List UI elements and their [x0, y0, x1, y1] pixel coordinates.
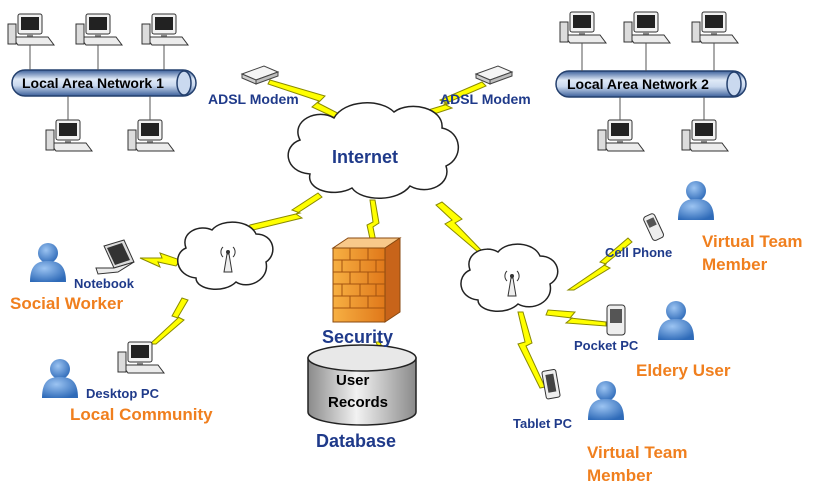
pc-icon — [127, 119, 175, 152]
lan1-label: Local Area Network 1 — [22, 75, 164, 91]
lan2-pcs — [559, 11, 739, 152]
link-pocketpc-rightcloud — [545, 309, 607, 327]
person-icon-virtual-team-member-2 — [588, 381, 624, 420]
database-label: Database — [316, 431, 397, 451]
wireless-cloud-left — [176, 221, 274, 290]
pc-icon — [75, 13, 123, 46]
local-community-label: Local Community — [70, 405, 213, 424]
lan1-pcs — [7, 13, 189, 152]
db-text-line2: Records — [328, 394, 389, 411]
virtual-team-member-2-line1: Virtual Team — [587, 443, 688, 462]
tablet-pc-label: Tablet PC — [513, 416, 572, 431]
desktop-pc-label: Desktop PC — [86, 386, 159, 401]
person-icon-social-worker — [30, 243, 66, 282]
link-notebook-leftcloud — [139, 252, 181, 268]
link-tablet-rightcloud — [517, 311, 546, 389]
virtual-team-member-2-line2: Member — [587, 466, 653, 485]
adsl-modem-left-label: ADSL Modem — [208, 91, 299, 107]
link-internet-rightcloud — [435, 201, 485, 253]
lan1-pipe — [11, 69, 197, 97]
pc-icon — [691, 11, 739, 44]
virtual-team-member-1-line2: Member — [702, 255, 768, 274]
pc-icon — [623, 11, 671, 44]
link-internet-leftcloud — [243, 192, 323, 233]
eldery-user-label: Eldery User — [636, 361, 731, 380]
pocket-pc-icon — [606, 304, 626, 336]
tablet-pc-icon — [541, 368, 561, 400]
pc-icon — [597, 119, 645, 152]
lan2-label: Local Area Network 2 — [567, 76, 709, 92]
adsl-modem-right-label: ADSL Modem — [440, 91, 531, 107]
cell-phone-icon — [643, 213, 665, 241]
pc-icon — [141, 13, 189, 46]
internet-label: Internet — [332, 147, 399, 167]
pc-icon — [7, 13, 55, 46]
desktop-pc-icon — [117, 341, 165, 374]
security-label: Security — [322, 327, 394, 347]
link-desktop-leftcloud — [148, 297, 189, 345]
cell-phone-label: Cell Phone — [605, 245, 673, 260]
wireless-cloud-right — [460, 243, 559, 312]
internet-cloud — [287, 102, 460, 199]
adsl-modem-right-icon — [475, 65, 513, 85]
notebook-label: Notebook — [74, 276, 134, 291]
lan2-pipe — [555, 70, 747, 98]
virtual-team-member-1-line1: Virtual Team — [702, 232, 803, 251]
pc-icon — [681, 119, 729, 152]
pc-icon — [45, 119, 93, 152]
database-cylinder-icon — [307, 344, 417, 426]
person-icon-local-community — [42, 359, 78, 398]
social-worker-label: Social Worker — [10, 294, 124, 313]
pocket-pc-label: Pocket PC — [574, 338, 639, 353]
db-text-line1: User — [336, 372, 370, 389]
person-icon-virtual-team-member-1 — [678, 181, 714, 220]
link-cellphone-rightcloud — [566, 237, 633, 291]
firewall-icon — [331, 237, 402, 323]
notebook-icon — [95, 239, 135, 275]
pc-icon — [559, 11, 607, 44]
person-icon-eldery-user — [658, 301, 694, 340]
